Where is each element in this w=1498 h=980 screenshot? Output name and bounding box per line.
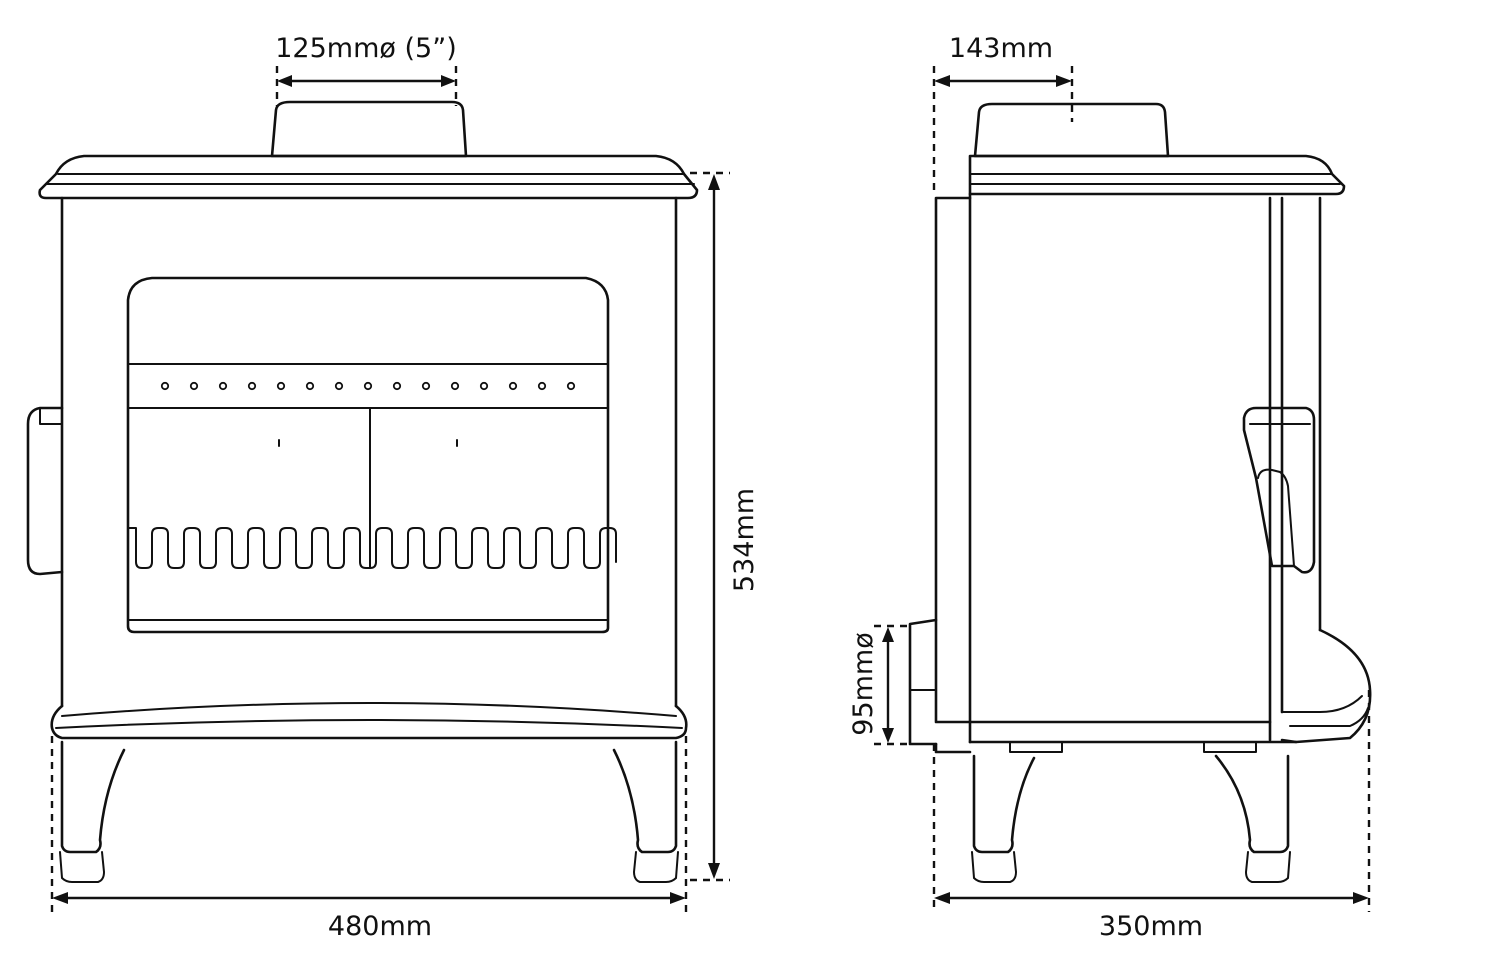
front-leg-right: [612, 740, 678, 854]
front-base-curve-lower: [55, 719, 683, 729]
side-foot-rear: [971, 851, 1017, 883]
air-vent-dot: [305, 381, 315, 391]
front-body: [60, 196, 678, 708]
front-air-vent-dots: [160, 381, 576, 391]
air-vent-dot: [363, 381, 373, 391]
air-vent-dot: [421, 381, 431, 391]
air-vent-dot: [276, 381, 286, 391]
front-flue-dimension: 125mmø (5”): [275, 33, 458, 106]
side-outlet-diameter-label: 95mmø: [848, 632, 879, 735]
air-vent-dot: [392, 381, 402, 391]
air-vent-dot: [566, 381, 576, 391]
side-body: [968, 192, 1322, 744]
side-door-handle-grip: [1257, 468, 1295, 567]
air-vent-dot: [479, 381, 489, 391]
front-leg-left: [60, 740, 126, 854]
side-depth-label: 350mm: [1099, 911, 1203, 942]
front-base-plinth: [50, 704, 688, 740]
side-base: [934, 720, 1298, 754]
side-top-plate: [968, 154, 1346, 196]
side-view: [908, 102, 1372, 883]
side-outlet-dimension: 95mmø: [848, 624, 912, 746]
front-fire-grate: [127, 527, 617, 569]
front-flue-collar: [270, 100, 468, 158]
front-top-plate: [38, 154, 699, 200]
side-leg-front: [1214, 754, 1290, 854]
air-vent-dot: [189, 381, 199, 391]
front-height-label: 534mm: [729, 488, 760, 592]
front-height-dimension: 534mm: [690, 171, 760, 882]
front-side-handle-inner: [39, 407, 63, 425]
front-base-curve: [61, 702, 677, 717]
front-door-glass: [126, 276, 610, 634]
front-side-handle: [26, 406, 64, 576]
side-depth-dimension: 350mm: [932, 690, 1371, 942]
side-foot-front: [1245, 851, 1291, 883]
front-width-label: 480mm: [328, 911, 432, 942]
air-vent-dot: [218, 381, 228, 391]
air-vent-dot: [334, 381, 344, 391]
side-flue-collar: [973, 102, 1170, 158]
air-vent-dot: [508, 381, 518, 391]
front-view: [26, 100, 699, 883]
side-rear-panel: [934, 196, 972, 724]
air-vent-dot: [247, 381, 257, 391]
side-leg-rear: [972, 754, 1036, 854]
side-door-handle: [1242, 406, 1316, 574]
air-vent-dot: [450, 381, 460, 391]
air-vent-dot: [537, 381, 547, 391]
side-feet-pads: [1009, 741, 1257, 753]
front-foot-left: [59, 851, 105, 883]
air-vent-dot: [160, 381, 170, 391]
side-rear-outlet: [908, 618, 938, 746]
side-front-plinth-edge: [1281, 695, 1369, 727]
front-flue-diameter-label: 125mmø (5”): [275, 33, 456, 64]
side-flue-offset-label: 143mm: [949, 33, 1053, 64]
front-foot-right: [633, 851, 679, 883]
front-door-marks: [278, 439, 458, 447]
side-flue-dimension: 143mm: [932, 33, 1074, 196]
front-width-dimension: 480mm: [50, 736, 688, 942]
